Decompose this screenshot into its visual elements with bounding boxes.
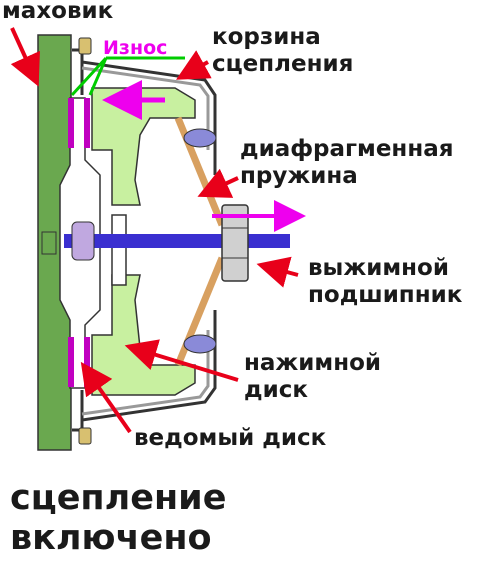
pressure-disc-top (91, 87, 196, 206)
flywheel-center-notch (41, 231, 57, 255)
pressure-disc-label-line2: диск (244, 377, 308, 404)
clutch-basket-label-line2: сцепления (212, 51, 354, 78)
clutch-status-line1: сцепление (10, 478, 227, 518)
clutch-status-line2: включено (10, 518, 212, 559)
driven-disc-arrow (80, 361, 132, 434)
driven-disc-label-text: ведомый диск (134, 425, 327, 451)
wear-pointer (70, 56, 185, 97)
release-bearing-label-line2: подшипник (308, 282, 463, 309)
bolt-bottom (78, 427, 92, 445)
friction-lining-top-left (68, 98, 74, 148)
clutch-status-caption: сцепление включено (10, 478, 226, 559)
input-shaft (64, 234, 290, 248)
pressure-disc-bottom (91, 274, 196, 396)
clutch-cover-inner (81, 66, 210, 416)
driven-disc-label: ведомый диск (134, 425, 326, 452)
diaphragm-spring-label-line2: пружина (240, 163, 358, 190)
pivot-rivet-top (183, 128, 217, 148)
flywheel-label-text: маховик (2, 0, 114, 24)
friction-lining-top-right (84, 98, 90, 148)
pressure-disc-label: нажимной диск (244, 350, 381, 404)
spring-arrow (197, 168, 239, 198)
clutch-cover (72, 48, 217, 432)
diaphragm-spring-label-line1: диафрагменная (240, 136, 454, 162)
pressure-disc-arrow (124, 339, 239, 382)
friction-lining-bottom-right (84, 337, 90, 387)
pivot-rivet-bottom (183, 334, 217, 354)
wear-label-text: Износ (103, 37, 168, 59)
release-bearing-label-line1: выжимной (308, 255, 449, 281)
bearing-arrow (256, 256, 299, 288)
basket-arrow (176, 50, 212, 80)
release-bearing-label: выжимной подшипник (308, 255, 462, 309)
pressure-disc-label-line1: нажимной (244, 350, 382, 376)
flywheel-arrow (10, 27, 40, 87)
shaft-hub (71, 221, 95, 261)
friction-lining-bottom-left (68, 337, 74, 387)
flywheel-label: маховик (2, 0, 113, 25)
diaphragm-spring-label: диафрагменная пружина (240, 136, 454, 190)
bolt-top (78, 37, 92, 55)
clutch-basket-label-line1: корзина (212, 24, 321, 50)
driven-disc-hub (111, 214, 127, 286)
wear-label: Износ (103, 37, 167, 59)
clutch-basket-label: корзина сцепления (212, 24, 353, 78)
release-bearing (221, 204, 249, 282)
